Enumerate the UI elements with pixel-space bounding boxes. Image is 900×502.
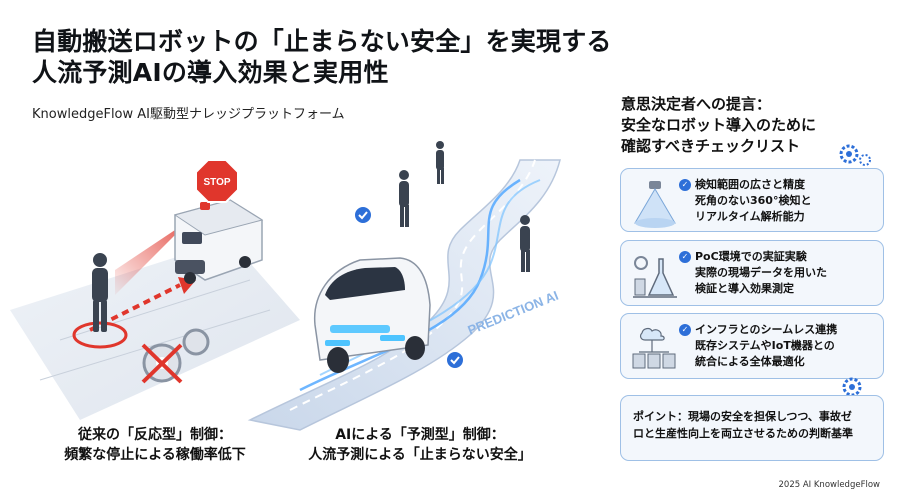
card2-line1: PoC環境での実証実験 bbox=[695, 250, 807, 263]
gear-icon bbox=[839, 144, 871, 166]
checklist-card-detection: ✓ 検知範囲の広さと精度 死角のない360°検知と リアルタイム解析能力 bbox=[620, 168, 884, 232]
card3-line3: 統合による全体最適化 bbox=[695, 355, 805, 368]
checklist-card-integration: ✓ インフラとのシームレス連携 既存システムやIoT機器との 統合による全体最適… bbox=[620, 313, 884, 379]
check-badge-icon bbox=[353, 205, 465, 370]
card3-line2: 既存システムやIoT機器との bbox=[695, 339, 835, 352]
point-line1: ポイント：現場の安全を担保しつつ、事故ゼ bbox=[633, 410, 852, 423]
autonomous-vehicle-icon bbox=[313, 257, 431, 373]
stop-sign-icon: STOP bbox=[195, 159, 239, 203]
card1-line3: リアルタイム解析能力 bbox=[695, 210, 805, 223]
recommendation-panel: 意思決定者への提言： 安全なロボット導入のために 確認すべきチェックリスト ✓ … bbox=[610, 0, 900, 502]
panel-title: 意思決定者への提言： 安全なロボット導入のために 確認すべきチェックリスト bbox=[621, 94, 881, 157]
cloud-network-icon bbox=[632, 327, 676, 369]
lab-flask-icon bbox=[633, 256, 677, 298]
caption-reactive-line1: 従来の「反応型」制御： bbox=[78, 427, 232, 443]
checklist-text: ✓ インフラとのシームレス連携 既存システムやIoT機器との 統合による全体最適… bbox=[679, 322, 881, 370]
floor-tile bbox=[10, 240, 300, 420]
page-title: 自動搬送ロボットの「止まらない安全」を実現する 人流予測AIの導入効果と実用性 bbox=[32, 26, 612, 88]
sensor-beam bbox=[115, 220, 190, 295]
checklist-text: ✓ 検知範囲の広さと精度 死角のない360°検知と リアルタイム解析能力 bbox=[679, 177, 881, 225]
card2-line2: 実際の現場データを用いた bbox=[695, 266, 827, 279]
key-point-box: ポイント：現場の安全を担保しつつ、事故ゼ ロと生産性向上を両立させるための判断基… bbox=[620, 395, 884, 461]
check-icon: ✓ bbox=[679, 324, 691, 336]
pedestrian-group-icon bbox=[399, 141, 530, 272]
illustration-scene: STOP PREDICTION AI bbox=[10, 141, 561, 431]
checklist-card-poc: ✓ PoC環境での実証実験 実際の現場データを用いた 検証と導入効果測定 bbox=[620, 240, 884, 306]
title-line-1: 自動搬送ロボットの「止まらない安全」を実現する bbox=[32, 27, 612, 56]
stop-sign-label: STOP bbox=[203, 177, 230, 188]
panel-title-line2: 安全なロボット導入のために bbox=[621, 116, 817, 134]
title-line-2: 人流予測AIの導入効果と実用性 bbox=[32, 58, 389, 87]
card2-line3: 検証と導入効果測定 bbox=[695, 282, 794, 295]
caption-predictive-line1: AIによる「予測型」制御： bbox=[335, 427, 505, 443]
agv-robot-icon bbox=[173, 199, 264, 284]
panel-title-line3: 確認すべきチェックリスト bbox=[621, 137, 800, 155]
key-point-text: ポイント：現場の安全を担保しつつ、事故ゼ ロと生産性向上を両立させるための判断基… bbox=[633, 408, 877, 442]
checklist-text: ✓ PoC環境での実証実験 実際の現場データを用いた 検証と導入効果測定 bbox=[679, 249, 881, 297]
sensor-icon bbox=[634, 181, 676, 228]
footer-copyright: 2025 AI KnowledgeFlow bbox=[778, 480, 881, 490]
broken-gear-icon bbox=[141, 328, 210, 384]
caption-predictive-line2: 人流予測による「止まらない安全」 bbox=[308, 447, 532, 463]
caption-reactive: 従来の「反応型」制御： 頻繁な停止による稼働率低下 bbox=[55, 425, 255, 465]
check-icon: ✓ bbox=[679, 251, 691, 263]
danger-circle-icon bbox=[72, 321, 128, 349]
check-icon: ✓ bbox=[679, 179, 691, 191]
card1-line2: 死角のない360°検知と bbox=[695, 194, 812, 207]
point-line2: ロと生産性向上を両立させるための判断基準 bbox=[633, 427, 853, 440]
header: 自動搬送ロボットの「止まらない安全」を実現する 人流予測AIの導入効果と実用性 … bbox=[32, 26, 612, 122]
person-left-icon bbox=[92, 253, 108, 332]
caption-reactive-line2: 頻繁な停止による稼働率低下 bbox=[64, 447, 246, 463]
caption-predictive: AIによる「予測型」制御： 人流予測による「止まらない安全」 bbox=[300, 425, 540, 465]
page-subtitle: KnowledgeFlow AI駆動型ナレッジプラットフォーム bbox=[32, 107, 345, 122]
card3-line1: インフラとのシームレス連携 bbox=[695, 323, 838, 336]
card1-line1: 検知範囲の広さと精度 bbox=[695, 178, 805, 191]
panel-title-line1: 意思決定者への提言： bbox=[621, 95, 772, 113]
